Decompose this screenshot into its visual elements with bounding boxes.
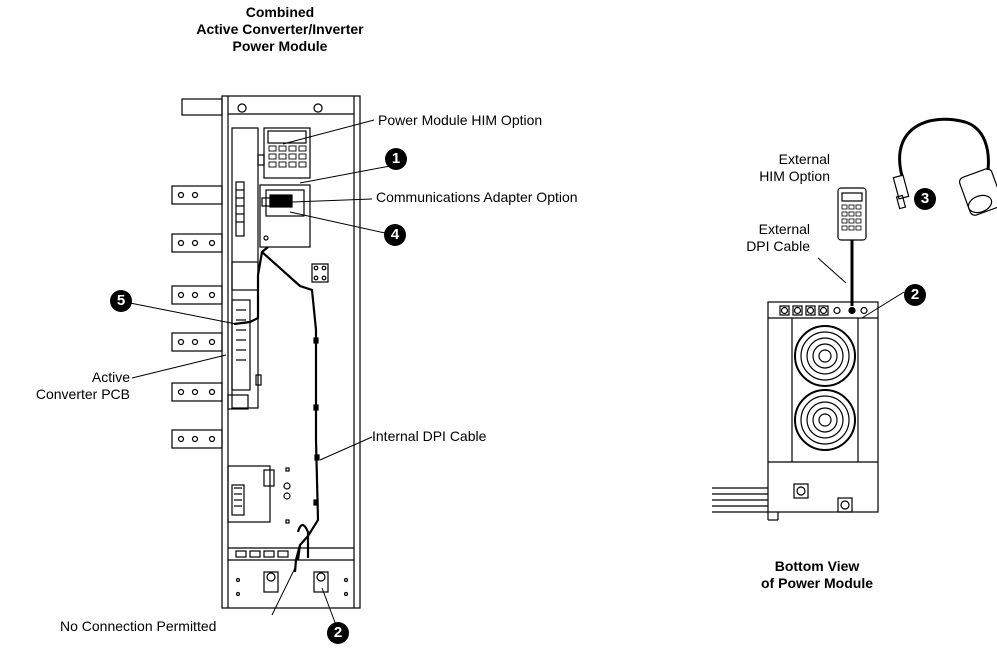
communications-adapter xyxy=(259,184,311,248)
callout-5: 5 xyxy=(110,290,132,312)
internal-dpi-label: Internal DPI Cable xyxy=(372,428,487,444)
external-him-line1: External xyxy=(778,151,830,167)
power-module-him xyxy=(257,127,311,179)
external-him xyxy=(837,187,867,241)
active-converter-label: Active Converter PCB xyxy=(20,369,130,403)
bottom-view-module xyxy=(712,301,879,521)
bottom-view-line1: Bottom View xyxy=(774,558,860,574)
left-title-line1: Combined xyxy=(245,4,315,20)
active-converter-line1: Active xyxy=(91,369,130,385)
comm-adapter-label: Communications Adapter Option xyxy=(376,189,578,205)
no-connection-label: No Connection Permitted xyxy=(60,618,217,634)
bus-bars xyxy=(171,98,223,449)
bottom-view-caption: Bottom View of Power Module xyxy=(742,558,892,592)
left-title-line2: Active Converter/Inverter xyxy=(196,21,364,37)
dpi-cable-accessory xyxy=(892,117,997,216)
left-title-line3: Power Module xyxy=(232,38,328,54)
callout-3: 3 xyxy=(914,188,936,210)
external-dpi-label: External DPI Cable xyxy=(700,221,810,255)
external-him-label: External HIM Option xyxy=(720,151,830,185)
cooling-fans xyxy=(794,325,856,451)
callout-4: 4 xyxy=(384,224,406,246)
him-option-label: Power Module HIM Option xyxy=(378,112,543,128)
power-module-chassis xyxy=(221,95,361,609)
internal-dpi-cable xyxy=(233,246,320,573)
active-converter-line2: Converter PCB xyxy=(35,386,130,402)
left-title: Combined Active Converter/Inverter Power… xyxy=(150,4,410,55)
callout-2-right: 2 xyxy=(904,284,926,306)
external-him-line2: HIM Option xyxy=(759,168,830,184)
leader-lines xyxy=(129,119,391,626)
callout-1: 1 xyxy=(385,148,407,170)
bottom-view-line2: of Power Module xyxy=(761,575,873,591)
callout-2-left: 2 xyxy=(327,622,349,644)
active-converter-pcb xyxy=(227,127,259,410)
external-dpi-line2: DPI Cable xyxy=(746,238,810,254)
external-dpi-line1: External xyxy=(758,221,810,237)
